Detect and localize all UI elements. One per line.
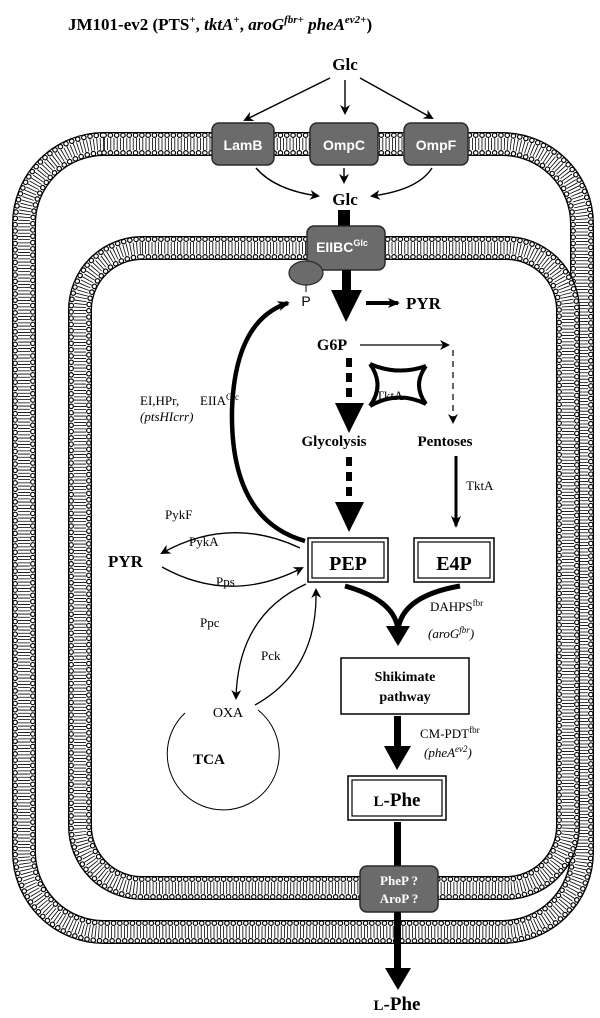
pps-label: Pps bbox=[216, 574, 235, 589]
membranes bbox=[12, 132, 594, 944]
glycolysis-to-pep-arrow bbox=[335, 457, 364, 532]
phea-gene-text: (pheA bbox=[424, 745, 455, 760]
porin-lamb-label: LamB bbox=[224, 137, 263, 153]
pck-label: Pck bbox=[261, 648, 281, 663]
dahps-label: DAHPSfbr bbox=[430, 598, 483, 614]
pyka-label: PykA bbox=[189, 534, 219, 549]
cmpdt-sup: fbr bbox=[469, 725, 480, 735]
pentoses-label: Pentoses bbox=[418, 434, 473, 450]
dahps-text: DAHPS bbox=[430, 599, 473, 614]
title-main: JM101-ev2 (PTS bbox=[68, 15, 189, 34]
ptshicrr-label: (ptsHIcrr) bbox=[140, 409, 193, 424]
porin-ompc: OmpC bbox=[309, 122, 379, 166]
porin-lamb: LamB bbox=[211, 122, 275, 166]
g6p-to-pentose-arrow bbox=[360, 340, 458, 424]
pyr-left: PYR bbox=[108, 552, 144, 571]
glc-periplasm: Glc bbox=[332, 190, 358, 209]
tca-label: TCA bbox=[193, 752, 225, 768]
arog-gene-close: ) bbox=[469, 626, 474, 641]
eiia-sup: Glc bbox=[226, 392, 239, 402]
shikimate-to-phe-arrow bbox=[384, 716, 411, 770]
eiibc-label: EIIBC bbox=[316, 239, 353, 255]
tkta-label-2: TktA bbox=[466, 478, 494, 493]
eiia-ellipse bbox=[288, 260, 324, 286]
eiia-label: EIIAGlc bbox=[200, 392, 239, 408]
title-pts-sup: + bbox=[189, 14, 195, 26]
pep-label: PEP bbox=[329, 553, 367, 575]
cmpdt-label: CM-PDTfbr bbox=[420, 725, 480, 741]
g6p-label: G6P bbox=[317, 337, 347, 354]
phea-gene-sup: ev2 bbox=[455, 744, 468, 754]
shikimate-line1: Shikimate bbox=[375, 670, 436, 685]
title-close: ) bbox=[366, 15, 372, 34]
dahps-sup: fbr bbox=[473, 598, 484, 608]
phea-gene-close: ) bbox=[467, 745, 472, 760]
eiibc-sup: Glc bbox=[353, 238, 368, 248]
cmpdt-text: CM-PDT bbox=[420, 726, 469, 741]
lphe-inside-suffix: -Phe bbox=[384, 790, 421, 811]
glc-to-eiibc-bar bbox=[338, 210, 350, 230]
shikimate-box: Shikimate pathway bbox=[340, 657, 470, 715]
glc-outside: Glc bbox=[332, 55, 358, 74]
pykf-label: PykF bbox=[165, 507, 192, 522]
ei-hpr-label: EI,HPr, bbox=[140, 393, 179, 408]
porin-ompf-label: OmpF bbox=[416, 137, 457, 153]
eiibc-transporter: EIIBCGlc bbox=[306, 225, 386, 271]
title-phea: pheA bbox=[304, 15, 345, 34]
phosphate-label: P bbox=[301, 293, 310, 309]
arog-gene-label: (aroGfbr) bbox=[428, 625, 474, 641]
title-tkta-sup: + bbox=[233, 14, 239, 26]
pep-box: PEP bbox=[307, 537, 389, 583]
porin-ompc-label: OmpC bbox=[323, 137, 365, 153]
pep-to-phosphate-arc bbox=[229, 300, 306, 544]
title-arog-sup: fbr+ bbox=[284, 14, 304, 26]
glycolysis-label: Glycolysis bbox=[301, 434, 366, 450]
pep-pyr-arcs bbox=[160, 532, 304, 587]
title-sep2: , bbox=[240, 15, 249, 34]
e4p-box: E4P bbox=[413, 537, 495, 583]
title: JM101-ev2 (PTS+, tktA+, aroGfbr+ pheAev2… bbox=[68, 14, 372, 34]
pyr-pts: PYR bbox=[406, 294, 442, 313]
phe-export-arrow bbox=[385, 912, 411, 990]
pep-oxa-arcs bbox=[231, 583, 322, 706]
arop-label: AroP ? bbox=[380, 891, 418, 906]
svg-text:EIIBCGlc: EIIBCGlc bbox=[316, 238, 368, 255]
phe-export-bar-top bbox=[394, 822, 401, 870]
tkta-exchange bbox=[368, 362, 428, 408]
title-sep1: , bbox=[196, 15, 205, 34]
arog-gene-sup: fbr bbox=[459, 625, 470, 635]
shikimate-line2: pathway bbox=[379, 690, 430, 705]
oxa-label: OXA bbox=[213, 706, 244, 721]
lphe-outside-prefix: L bbox=[374, 998, 384, 1014]
lphe-inside-prefix: L bbox=[374, 794, 384, 810]
phep-arop-transporter: PheP ? AroP ? bbox=[359, 865, 439, 913]
porin-entry-arrows bbox=[243, 77, 434, 121]
title-phea-sup: ev2+ bbox=[345, 14, 367, 26]
ppc-label: Ppc bbox=[200, 615, 220, 630]
outer-membrane bbox=[12, 132, 594, 944]
eiia-text: EIIA bbox=[200, 393, 227, 408]
porin-ompf: OmpF bbox=[403, 122, 469, 166]
phea-gene-label: (pheAev2) bbox=[424, 744, 472, 760]
g6p-to-glycolysis-arrow bbox=[335, 358, 364, 433]
lphe-outside: L-Phe bbox=[374, 994, 421, 1015]
phep-label: PheP ? bbox=[380, 873, 418, 888]
eiibc-to-g6p-arrow bbox=[331, 270, 362, 322]
periplasm-arrows bbox=[255, 167, 433, 200]
lphe-inside-box: L-Phe bbox=[347, 775, 447, 821]
title-tkta: tktA bbox=[204, 15, 233, 34]
tkta-label-1: TktA bbox=[376, 388, 404, 403]
dahps-merge-arrow bbox=[344, 583, 461, 631]
dahps-arrowhead bbox=[386, 626, 410, 646]
arog-gene-text: (aroG bbox=[428, 626, 460, 641]
e4p-label: E4P bbox=[436, 553, 472, 575]
tca-cycle-circle bbox=[166, 709, 280, 811]
svg-text:L-Phe: L-Phe bbox=[374, 790, 421, 811]
lphe-outside-suffix: -Phe bbox=[384, 994, 421, 1015]
title-arog: aroG bbox=[248, 15, 285, 34]
